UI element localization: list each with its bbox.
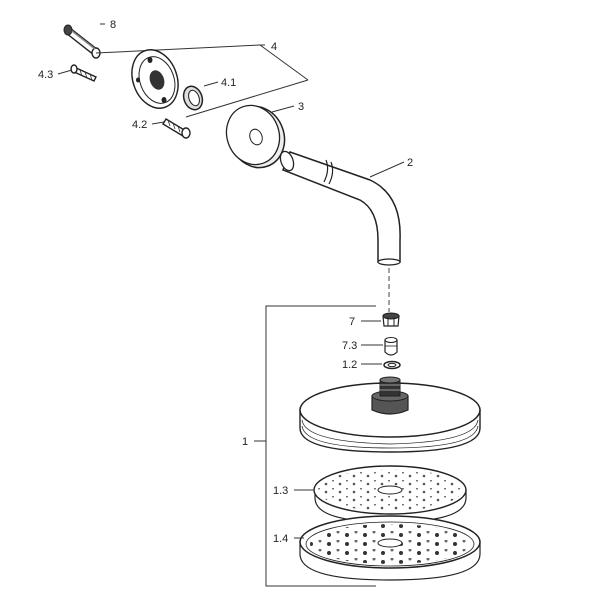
label-7-3-text: 7.3 — [342, 340, 357, 352]
label-3-text: 3 — [298, 101, 304, 113]
label-4-3-text: 4.3 — [38, 69, 53, 81]
label-7-3: 7.3 — [342, 340, 383, 352]
part-1-3-spray-plate — [313, 465, 467, 523]
part-2-shower-arm — [279, 150, 401, 266]
label-8: 8 — [100, 19, 116, 31]
label-1-4: 1.4 — [273, 533, 304, 545]
part-3-rosette — [225, 104, 286, 169]
label-2: 2 — [369, 157, 413, 178]
part-4-2-screw — [162, 118, 191, 139]
label-4-1-text: 4.1 — [221, 77, 236, 89]
label-7-text: 7 — [349, 316, 355, 328]
part-7-3-ball-joint — [384, 337, 398, 356]
part-1-2-washer — [383, 360, 401, 370]
part-8-pipe-sleeve — [63, 24, 101, 59]
label-1-4-text: 1.4 — [273, 533, 288, 545]
part-4-1-ring — [182, 85, 204, 111]
label-1-3: 1.3 — [273, 485, 314, 497]
part-4-flange — [131, 49, 179, 109]
label-4-1: 4.1 — [203, 77, 236, 89]
label-7: 7 — [349, 316, 381, 328]
label-8-text: 8 — [110, 19, 116, 31]
label-1-2-text: 1.2 — [342, 359, 357, 371]
label-4-2-text: 4.2 — [132, 119, 147, 131]
part-1-shower-head — [299, 376, 481, 453]
label-1-text: 1 — [242, 436, 248, 448]
label-3: 3 — [271, 101, 304, 113]
part-4-3-screw — [70, 64, 97, 82]
label-4-bracket: 4 — [95, 41, 309, 118]
label-4-3: 4.3 — [38, 69, 73, 81]
part-7-nut — [382, 312, 400, 327]
part-1-4-nozzle-tray — [299, 515, 481, 581]
label-1-3-text: 1.3 — [273, 485, 288, 497]
label-4-text: 4 — [271, 41, 277, 53]
label-2-text: 2 — [407, 157, 413, 169]
label-1-bracket: 1 — [242, 305, 376, 587]
label-1-2: 1.2 — [342, 359, 382, 371]
label-4-2: 4.2 — [132, 119, 165, 131]
